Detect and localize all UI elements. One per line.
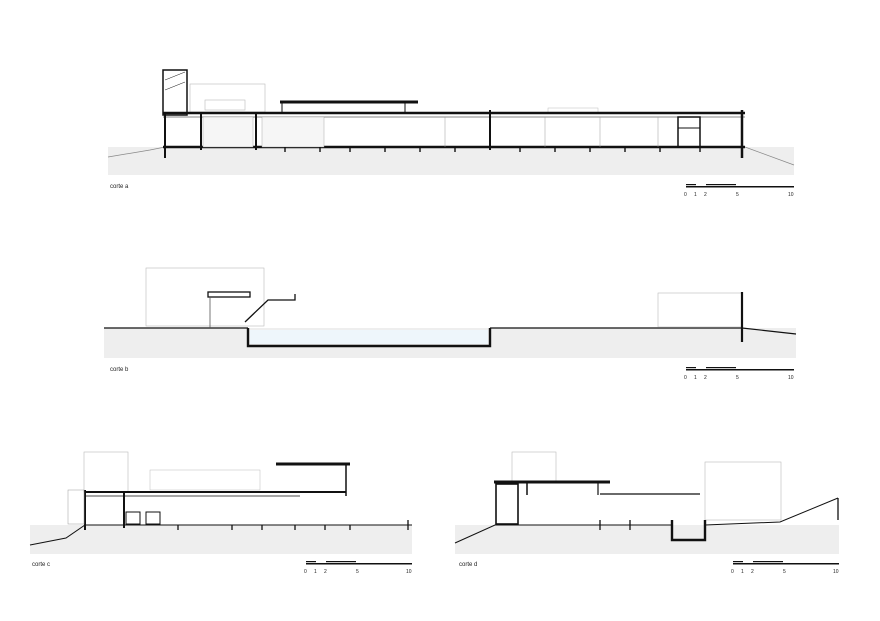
section-a-tower bbox=[162, 69, 188, 116]
scale-tick-2: 2 bbox=[704, 375, 707, 381]
scale-tick-0: 0 bbox=[684, 375, 687, 381]
scale-tick-1: 1 bbox=[694, 192, 697, 198]
section-c-label: corte c bbox=[32, 562, 50, 568]
section-c-terrain bbox=[29, 524, 412, 546]
scale-tick-5: 5 bbox=[783, 569, 786, 575]
scale-tick-0: 0 bbox=[731, 569, 734, 575]
section-b-pool bbox=[246, 328, 492, 348]
scale-tick-0: 0 bbox=[304, 569, 307, 575]
section-d-ground bbox=[455, 525, 839, 554]
section-a-label: corte a bbox=[110, 184, 129, 190]
section-d-drawing bbox=[454, 451, 839, 554]
section-b-scale-bar: 0 1 2 5 10 bbox=[684, 367, 794, 381]
section-a-drawing bbox=[107, 69, 795, 175]
section-c-scale-bar: 0 1 2 5 10 bbox=[304, 561, 412, 575]
scale-tick-10: 10 bbox=[788, 192, 794, 198]
scale-tick-5: 5 bbox=[356, 569, 359, 575]
section-d-label: corte d bbox=[459, 562, 477, 568]
section-b-drawing bbox=[104, 267, 797, 358]
scale-tick-5: 5 bbox=[736, 375, 739, 381]
scale-tick-2: 2 bbox=[324, 569, 327, 575]
section-c-drawing bbox=[29, 451, 412, 554]
section-a-scale-bar: 0 1 2 5 10 bbox=[684, 184, 794, 198]
scale-tick-5: 5 bbox=[736, 192, 739, 198]
section-b-label: corte b bbox=[110, 367, 129, 373]
scale-tick-10: 10 bbox=[406, 569, 412, 575]
section-a-ground bbox=[108, 147, 794, 175]
scale-tick-2: 2 bbox=[751, 569, 754, 575]
scale-tick-2: 2 bbox=[704, 192, 707, 198]
section-d-pit bbox=[670, 520, 707, 542]
section-d-terrain bbox=[454, 524, 672, 544]
scale-tick-10: 10 bbox=[833, 569, 839, 575]
scale-tick-1: 1 bbox=[694, 375, 697, 381]
scale-tick-10: 10 bbox=[788, 375, 794, 381]
scale-tick-1: 1 bbox=[741, 569, 744, 575]
section-d-scale-bar: 0 1 2 5 10 bbox=[731, 561, 839, 575]
scale-tick-0: 0 bbox=[684, 192, 687, 198]
scale-tick-1: 1 bbox=[314, 569, 317, 575]
section-b-pool-water bbox=[250, 330, 488, 344]
section-c-ground bbox=[30, 525, 412, 554]
